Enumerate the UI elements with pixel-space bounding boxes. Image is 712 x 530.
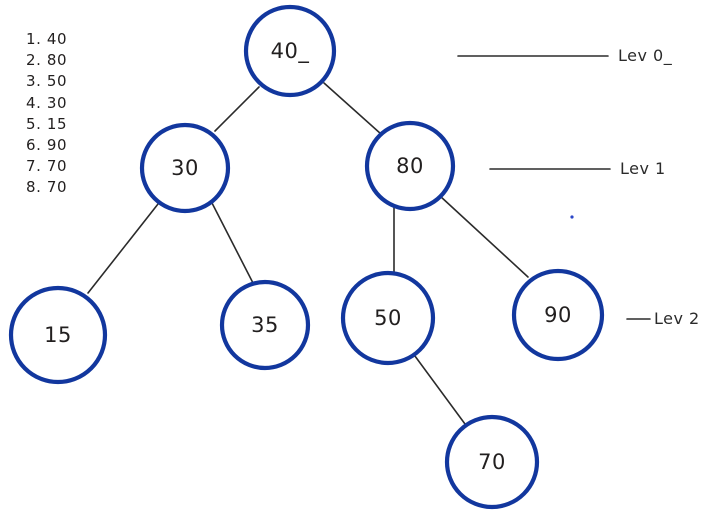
node-circle (243, 4, 337, 98)
node-value-label: 80 (396, 154, 424, 178)
node-circle (219, 279, 311, 371)
tree-node[interactable]: 70 (444, 414, 540, 510)
tree-node[interactable]: 50 (340, 270, 436, 366)
node-circle (444, 414, 540, 510)
node-circle (139, 122, 231, 214)
stray-dot-mark (570, 215, 574, 219)
tree-node[interactable]: 90 (511, 268, 605, 362)
tree-edge (211, 202, 254, 284)
edge-layer (87, 82, 529, 425)
tree-node[interactable]: 35 (219, 279, 311, 371)
level-label: Lev 1 (620, 159, 666, 178)
node-value-label: 40_ (271, 39, 310, 64)
level-label: Lev 2 (654, 309, 700, 328)
artifact-layer (570, 215, 574, 219)
node-value-label: 90 (544, 303, 572, 327)
node-circle (511, 268, 605, 362)
sequence-item: 4. 30 (26, 93, 68, 112)
node-layer: 40_ 30 80 15 35 50 90 70 (8, 4, 605, 510)
tree-edge (411, 351, 466, 425)
sequence-item: 7. 70 (26, 157, 68, 176)
insertion-sequence-list: 1. 40 2. 80 3. 50 4. 30 5. 15 6. 90 7. 70 8. 70 (26, 29, 136, 199)
tree-edge (323, 82, 382, 135)
node-circle (364, 120, 456, 212)
node-circle (8, 285, 108, 385)
node-circle (340, 270, 436, 366)
tree-node[interactable]: 15 (8, 285, 108, 385)
tree-node[interactable]: 30 (139, 122, 231, 214)
node-value-label: 70 (478, 450, 506, 474)
tree-edge (439, 195, 529, 278)
node-value-label: 50 (374, 306, 402, 330)
tree-edge (214, 86, 260, 132)
sequence-item: 3. 50 (26, 72, 68, 91)
tree-node[interactable]: 40_ (243, 4, 337, 98)
sequence-item: 2. 80 (26, 51, 68, 70)
node-value-label: 30 (171, 156, 199, 180)
sequence-item: 1. 40 (26, 30, 68, 48)
sequence-item: 5. 15 (26, 114, 68, 133)
tree-edge (87, 203, 159, 294)
node-value-label: 35 (251, 313, 279, 337)
level-label: Lev 0_ (618, 46, 673, 65)
node-value-label: 15 (44, 323, 72, 347)
sequence-item: 8. 70 (26, 178, 68, 197)
tree-node[interactable]: 80 (364, 120, 456, 212)
sequence-item: 6. 90 (26, 136, 68, 155)
